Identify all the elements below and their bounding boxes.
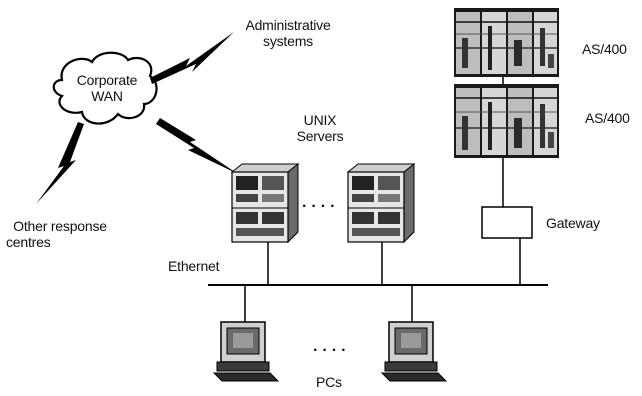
admin-label-line1: Administrative <box>245 17 331 33</box>
corporate-wan-cloud <box>52 51 158 125</box>
gateway-label: Gateway <box>546 215 600 231</box>
as400-bottom-label: AS/400 <box>585 110 630 126</box>
other-label-line2: centres <box>6 234 51 250</box>
unix-label-line2: Servers <box>296 128 344 144</box>
admin-label-line2: systems <box>263 33 313 49</box>
pcs-ellipsis: · · · · <box>313 342 347 359</box>
other-label-line1: Other response <box>13 218 107 234</box>
wan-label: Corporate WAN <box>72 72 142 104</box>
pc-2 <box>380 321 448 382</box>
lightning-admin-link <box>150 32 234 84</box>
unix-servers-ellipsis: · · · · <box>302 198 336 215</box>
lightning-unix-link <box>156 118 238 174</box>
pc-1 <box>212 321 280 382</box>
wan-label-line2: WAN <box>91 88 123 104</box>
unix-server-1 <box>230 162 300 244</box>
wan-label-line1: Corporate <box>76 72 138 88</box>
pcs-label: PCs <box>316 374 342 390</box>
as400-top-label: AS/400 <box>582 41 627 57</box>
as400-bottom-unit <box>454 84 559 158</box>
as400-top-unit <box>454 8 559 77</box>
admin-systems-label: Administrative systems <box>232 17 344 49</box>
unix-label-line1: UNIX <box>303 112 337 128</box>
unix-servers-label: UNIX Servers <box>288 112 352 144</box>
lightning-other-link <box>36 122 84 204</box>
other-centres-label: Other response centres <box>2 218 114 250</box>
gateway-box <box>481 206 533 239</box>
ethernet-label: Ethernet <box>168 258 220 274</box>
unix-server-2 <box>346 162 416 244</box>
